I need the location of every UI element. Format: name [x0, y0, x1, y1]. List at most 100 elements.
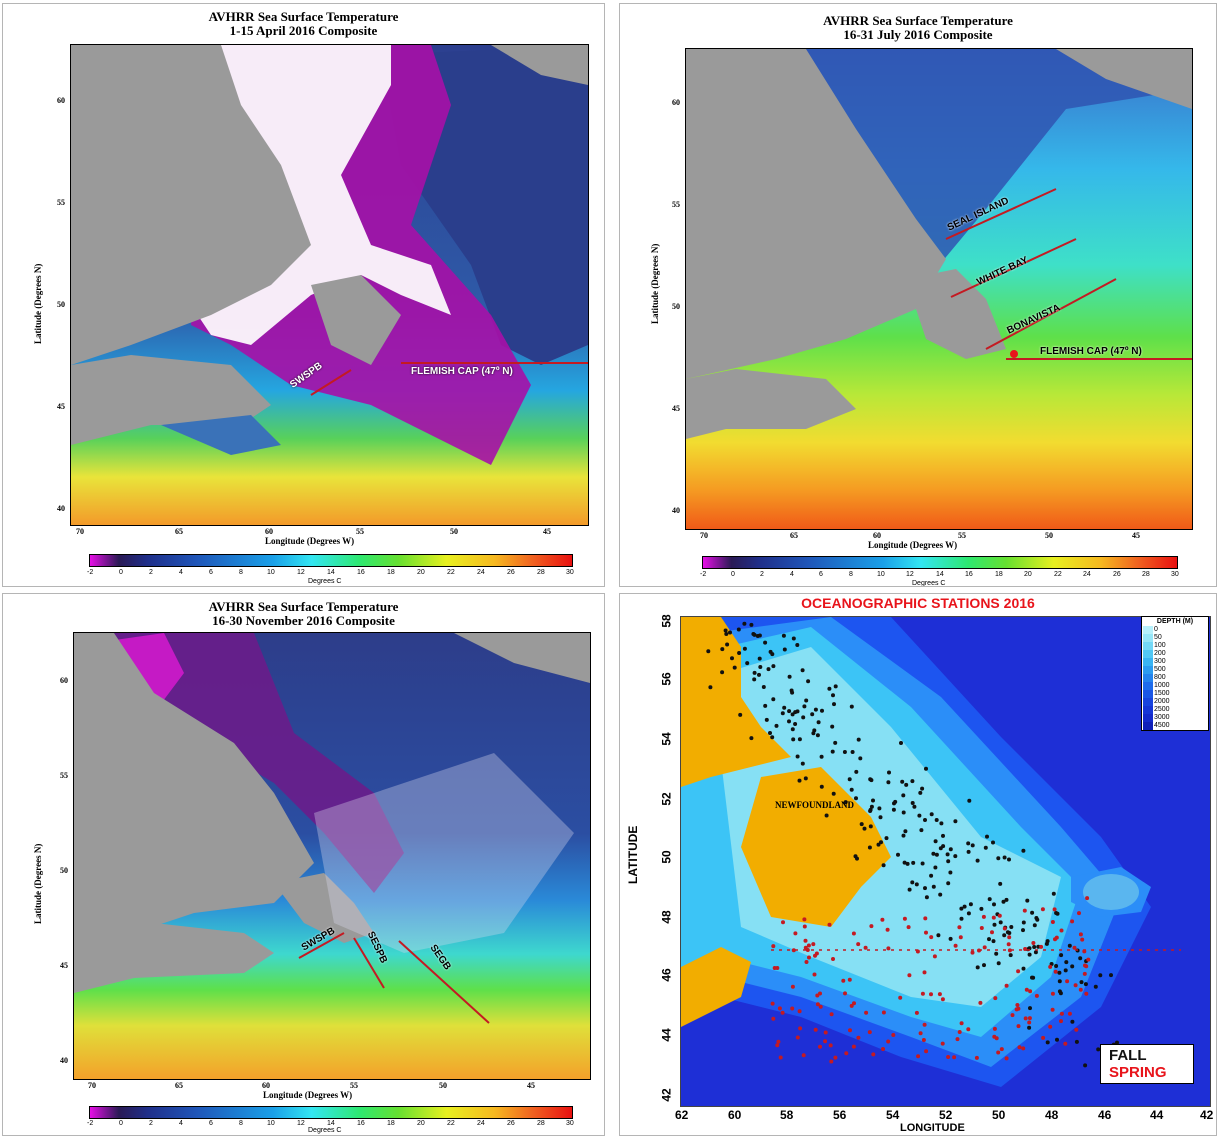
spring-station-marker — [1050, 1007, 1055, 1012]
fall-station-marker — [830, 749, 835, 754]
fall-station-marker — [725, 642, 730, 647]
fall-station-marker — [737, 651, 742, 655]
fall-station-marker — [1096, 1047, 1101, 1052]
fall-station-marker — [1083, 1063, 1088, 1068]
x-tick: 60 — [262, 1081, 270, 1090]
spring-station-marker — [921, 1038, 926, 1042]
spring-station-marker — [1053, 969, 1058, 974]
spring-station-marker — [776, 1039, 781, 1044]
spring-station-marker — [1039, 944, 1044, 949]
fall-station-marker — [781, 633, 786, 638]
y-axis-label: Latitude (Degrees N) — [33, 263, 43, 344]
stations-panel: OCEANOGRAPHIC STATIONS 2016 62 60 58 56 … — [619, 593, 1217, 1136]
spring-station-marker — [920, 991, 925, 996]
colorbar-tick: 12 — [906, 571, 914, 578]
spring-station-marker — [795, 1035, 800, 1040]
panel-title-line2: 16-30 November 2016 Composite — [212, 613, 395, 628]
panel-title-line2: 1-15 April 2016 Composite — [229, 23, 378, 38]
fall-station-marker — [1030, 910, 1035, 915]
fall-station-marker — [1001, 899, 1006, 904]
fall-station-marker — [752, 632, 757, 637]
colorbar-tick: 16 — [357, 1120, 365, 1127]
spring-station-marker — [1050, 991, 1055, 996]
y-axis-label: Latitude (Degrees N) — [650, 243, 660, 324]
fall-station-marker — [933, 839, 938, 844]
fall-station-marker — [853, 854, 858, 859]
fall-station-marker — [998, 881, 1003, 886]
spring-stations — [770, 896, 1091, 1064]
fall-station-marker — [797, 778, 802, 783]
fall-station-marker — [946, 881, 951, 886]
fall-station-marker — [1032, 945, 1037, 949]
colorbar-tick: 20 — [1024, 571, 1032, 578]
fall-station-marker — [992, 902, 996, 907]
spring-station-marker — [906, 925, 911, 930]
colorbar-tick: 8 — [239, 1120, 243, 1127]
fall-station-marker — [804, 698, 809, 703]
spring-station-marker — [849, 1003, 854, 1008]
spring-station-marker — [843, 991, 847, 996]
spring-station-marker — [929, 935, 934, 940]
sst-map-april — [70, 44, 589, 526]
x-tick: 62 — [675, 1108, 689, 1122]
fall-station-marker — [936, 933, 941, 938]
spring-station-marker — [1031, 941, 1036, 945]
fall-station-marker — [856, 737, 861, 742]
spring-station-marker — [929, 992, 933, 997]
x-tick: 70 — [700, 531, 708, 540]
spring-station-marker — [997, 913, 1002, 918]
fall-station-marker — [1070, 964, 1075, 969]
spring-station-marker — [966, 1027, 971, 1032]
fall-station-marker — [757, 656, 762, 661]
fall-stations — [706, 621, 1119, 1068]
fall-station-marker — [831, 693, 835, 698]
spring-station-marker — [856, 1035, 861, 1040]
fall-station-marker — [1054, 964, 1059, 968]
sst-panel-july: AVHRR Sea Surface Temperature 16-31 July… — [619, 3, 1217, 587]
fall-station-marker — [966, 849, 971, 854]
fall-station-marker — [791, 737, 796, 742]
spring-station-marker — [777, 1006, 782, 1011]
spring-station-marker — [851, 1044, 856, 1049]
fall-station-marker — [994, 951, 999, 956]
spring-station-marker — [1080, 937, 1085, 942]
x-axis-ticks: 62 60 58 56 54 52 50 48 46 44 42 — [620, 1108, 1216, 1122]
colorbar-label: Degrees C — [308, 578, 342, 585]
spring-station-marker — [881, 1047, 885, 1051]
y-tick: 40 — [60, 1056, 68, 1065]
spring-station-marker — [797, 1009, 802, 1014]
spring-station-marker — [1028, 989, 1033, 994]
fall-station-marker — [820, 708, 824, 713]
fall-station-marker — [831, 791, 836, 796]
spring-station-marker — [992, 1034, 997, 1039]
x-tick: 46 — [1098, 1108, 1112, 1122]
spring-station-marker — [1041, 1035, 1046, 1040]
fall-station-marker — [1004, 897, 1009, 902]
fall-station-marker — [939, 821, 944, 826]
x-tick: 45 — [1132, 531, 1140, 540]
fall-station-marker — [953, 819, 958, 824]
fall-station-marker — [758, 665, 763, 669]
depth-row: 4500 — [1142, 722, 1208, 730]
fall-station-marker — [790, 690, 795, 695]
y-tick: 55 — [672, 200, 680, 209]
fall-station-marker — [833, 684, 838, 689]
fall-station-marker — [903, 829, 908, 834]
spring-station-marker — [992, 1026, 997, 1031]
y-tick: 42 — [659, 1088, 674, 1102]
colorbar — [89, 1106, 573, 1119]
fall-station-marker — [1021, 928, 1025, 933]
fall-station-marker — [745, 661, 750, 666]
spring-station-marker — [814, 951, 819, 956]
spring-station-marker — [802, 924, 807, 929]
y-tick: 54 — [659, 732, 674, 746]
x-tick: 48 — [1045, 1108, 1059, 1122]
spring-station-marker — [990, 930, 994, 935]
fall-station-marker — [730, 656, 734, 661]
colorbar-tick: 22 — [447, 1120, 455, 1127]
colorbar-tick: 2 — [149, 569, 153, 576]
spring-station-marker — [982, 945, 987, 950]
spring-station-marker — [918, 1031, 923, 1036]
spring-station-marker — [940, 997, 945, 1002]
colorbar-label: Degrees C — [308, 1127, 342, 1134]
